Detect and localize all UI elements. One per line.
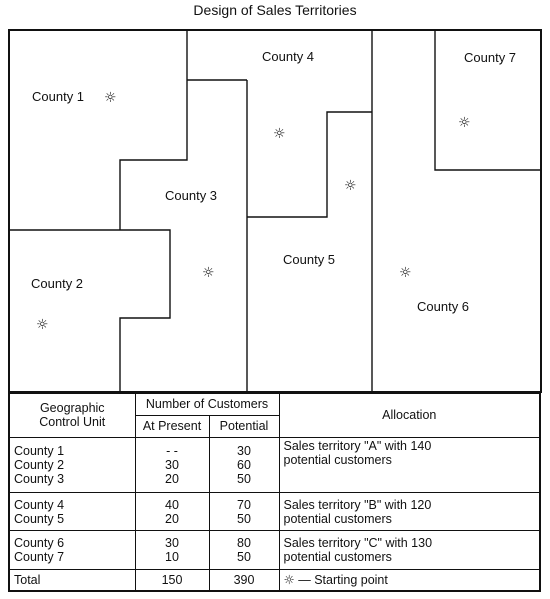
map-border (8, 29, 542, 393)
territory-map: County 1 County 2 County 3 County 4 Coun… (8, 29, 542, 393)
potential-cell: 80 50 (208, 530, 280, 570)
table-row: County 6 County 7 30 10 80 50 Sales terr… (8, 530, 541, 570)
starting-point-icon: ☼ (36, 317, 49, 333)
county-label: County 4 (262, 49, 314, 64)
allocation-cell: Sales territory "A" with 140 potential c… (278, 436, 541, 493)
total-label: Total (8, 568, 136, 592)
table-row: County 4 County 5 40 20 70 50 Sales terr… (8, 491, 541, 532)
potential-cell: 70 50 (208, 491, 280, 532)
county-cell: County 6 County 7 (8, 530, 136, 570)
at-present-cell: - - 30 20 (134, 436, 210, 493)
at-present-cell: 30 10 (134, 530, 210, 570)
boundary-line (247, 111, 372, 218)
potential-cell: 30 60 50 (208, 436, 280, 493)
boundary-line (119, 30, 188, 230)
legend-text: — Starting point (298, 573, 388, 588)
county-label: County 5 (283, 252, 335, 267)
boundary-line (119, 229, 171, 392)
starting-point-icon: ☼ (399, 265, 412, 281)
header-at-present: At Present (134, 414, 210, 438)
county-label: County 1 (32, 89, 84, 104)
at-present-cell: 40 20 (134, 491, 210, 532)
county-label: County 7 (464, 50, 516, 65)
header-allocation: Allocation (278, 392, 541, 438)
boundary-line (434, 30, 541, 171)
starting-point-legend: ☼ — Starting point (278, 568, 541, 592)
county-label: County 2 (31, 276, 83, 291)
starting-point-icon: ☼ (104, 90, 117, 106)
diagram-title: Design of Sales Territories (193, 2, 357, 18)
starting-point-icon: ☼ (458, 115, 471, 131)
county-cell: County 1 County 2 County 3 (8, 436, 136, 493)
total-potential: 390 (208, 568, 280, 592)
total-at-present: 150 (134, 568, 210, 592)
allocation-cell: Sales territory "B" with 120 potential c… (278, 491, 541, 532)
starting-point-icon: ☼ (344, 178, 357, 194)
table-row: County 1 County 2 County 3 - - 30 20 30 … (8, 436, 541, 493)
header-potential: Potential (208, 414, 280, 438)
total-row: Total 150 390 ☼ — Starting point (8, 568, 541, 592)
starting-point-icon: ☼ (202, 265, 215, 281)
allocation-cell: Sales territory "C" with 130 potential c… (278, 530, 541, 570)
starting-point-icon: ☼ (273, 126, 286, 142)
header-geographic-unit: Geographic Control Unit (8, 392, 136, 438)
starting-point-icon: ☼ (283, 572, 295, 588)
header-number-of-customers: Number of Customers (134, 392, 280, 416)
county-cell: County 4 County 5 (8, 491, 136, 532)
county-label: County 6 (417, 299, 469, 314)
allocation-table: Geographic Control Unit Number of Custom… (8, 392, 541, 592)
county-label: County 3 (165, 188, 217, 203)
